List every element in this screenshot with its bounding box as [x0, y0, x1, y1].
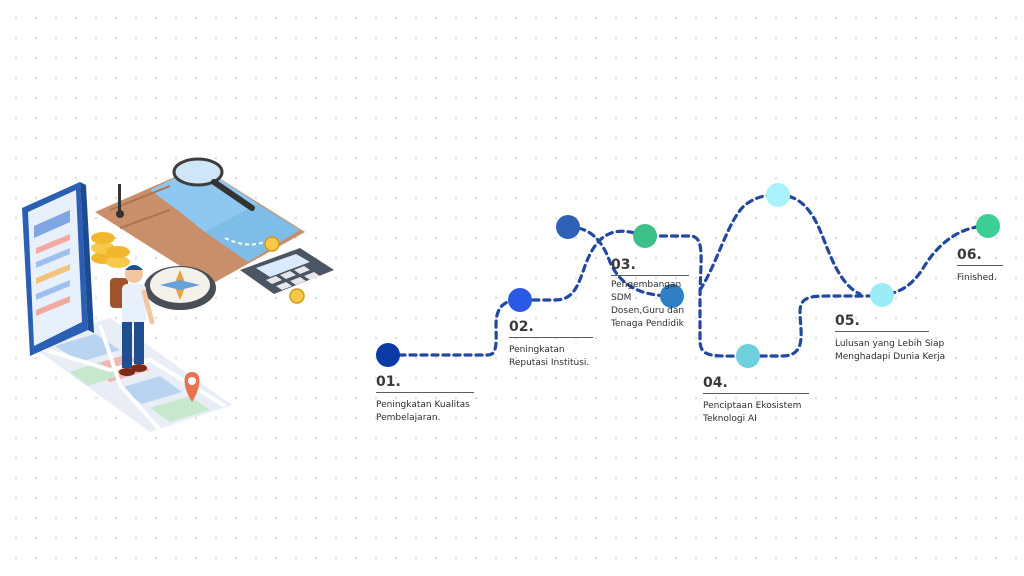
- step-03: 03. Pengembangan SDM Dosen,Guru dan Tena…: [611, 257, 689, 331]
- step-description: Peningkatan Kualitas Pembelajaran.: [376, 400, 470, 423]
- milestone-dot-01: [376, 343, 400, 367]
- milestone-dot-green: [633, 224, 657, 248]
- step-01: 01. Peningkatan Kualitas Pembelajaran.: [376, 374, 474, 425]
- milestone-dot-03: [660, 284, 684, 308]
- milestone-dot-06: [976, 214, 1000, 238]
- location-pin-icon: [184, 372, 200, 402]
- treasure-map: [95, 166, 305, 285]
- compass-icon: [144, 266, 216, 310]
- traveler-figure: [110, 265, 155, 376]
- step-02: 02. Peningkatan Reputasi Institusi.: [509, 319, 593, 370]
- coins-icon: [91, 232, 305, 304]
- step-divider: [376, 392, 474, 393]
- magnifier-icon: [172, 157, 255, 211]
- milestone-dot-05: [870, 283, 894, 307]
- step-description: Finished.: [957, 273, 997, 283]
- phone-icon: [22, 182, 94, 356]
- step-divider: [957, 265, 1003, 266]
- milestone-dot-top: [766, 183, 790, 207]
- step-number: 05.: [835, 313, 860, 329]
- step-divider: [835, 331, 929, 332]
- step-number: 06.: [957, 247, 982, 263]
- step-number: 04.: [703, 375, 728, 391]
- step-06: 06. Finished.: [957, 247, 1003, 285]
- step-description: Lulusan yang Lebih Siap Menghadapi Dunia…: [835, 339, 946, 362]
- step-divider: [611, 275, 689, 276]
- roadmap-side-path: [566, 225, 674, 298]
- milestone-dot-04: [736, 344, 760, 368]
- roadmap-arch-path: [698, 193, 862, 296]
- step-description: Penciptaan Ekosistem Teknologi AI: [703, 401, 802, 424]
- milestone-dot-02: [508, 288, 532, 312]
- milestone-dot-start: [556, 215, 580, 239]
- step-number: 03.: [611, 257, 636, 273]
- calculator-icon: [240, 248, 334, 294]
- step-05: 05. Lulusan yang Lebih Siap Menghadapi D…: [835, 313, 946, 364]
- step-number: 02.: [509, 319, 534, 335]
- journey-illustration: [22, 157, 334, 432]
- step-04: 04. Penciptaan Ekosistem Teknologi AI: [703, 375, 809, 426]
- step-divider: [509, 337, 593, 338]
- step-description: Pengembangan SDM Dosen,Guru dan Tenaga P…: [611, 280, 685, 329]
- step-description: Peningkatan Reputasi Institusi.: [509, 345, 590, 368]
- step-number: 01.: [376, 374, 401, 390]
- step-divider: [703, 393, 809, 394]
